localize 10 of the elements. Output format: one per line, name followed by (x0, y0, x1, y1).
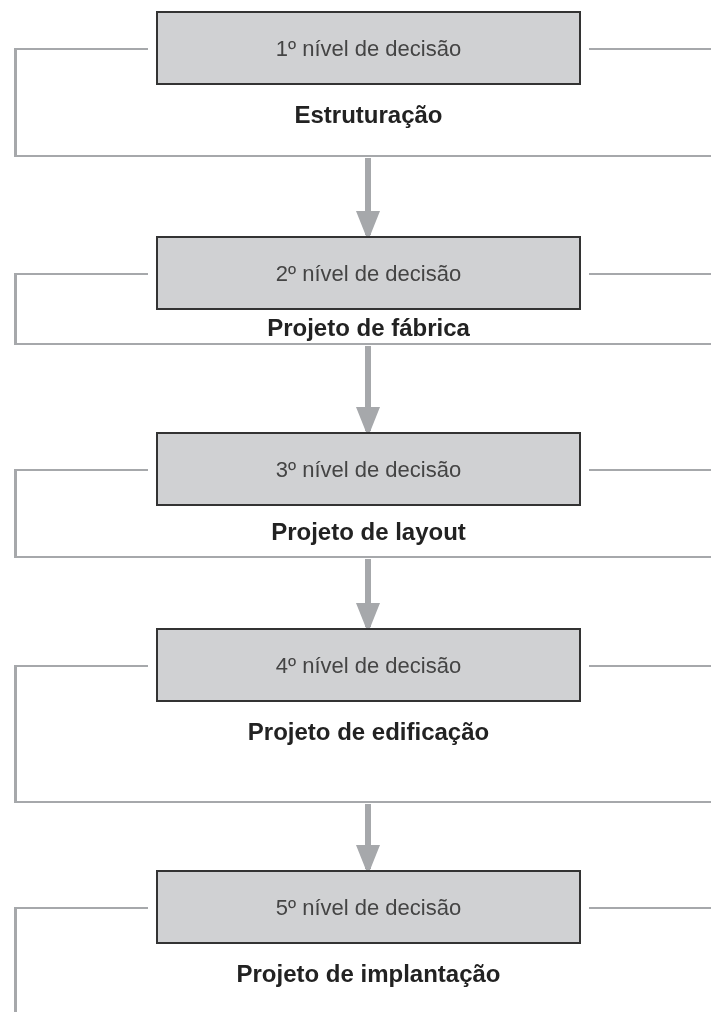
level-band (14, 628, 711, 803)
level-band (14, 236, 711, 345)
level-band (14, 432, 711, 558)
stage-title: Projeto de fábrica (266, 313, 471, 342)
level-band (14, 870, 711, 1012)
stage-title: Projeto de implantação (235, 960, 502, 988)
stage-title: Projeto de layout (270, 518, 467, 546)
stage-title: Projeto de edificação (246, 718, 491, 746)
level-band (14, 11, 711, 157)
stage-title: Estruturação (293, 101, 444, 129)
